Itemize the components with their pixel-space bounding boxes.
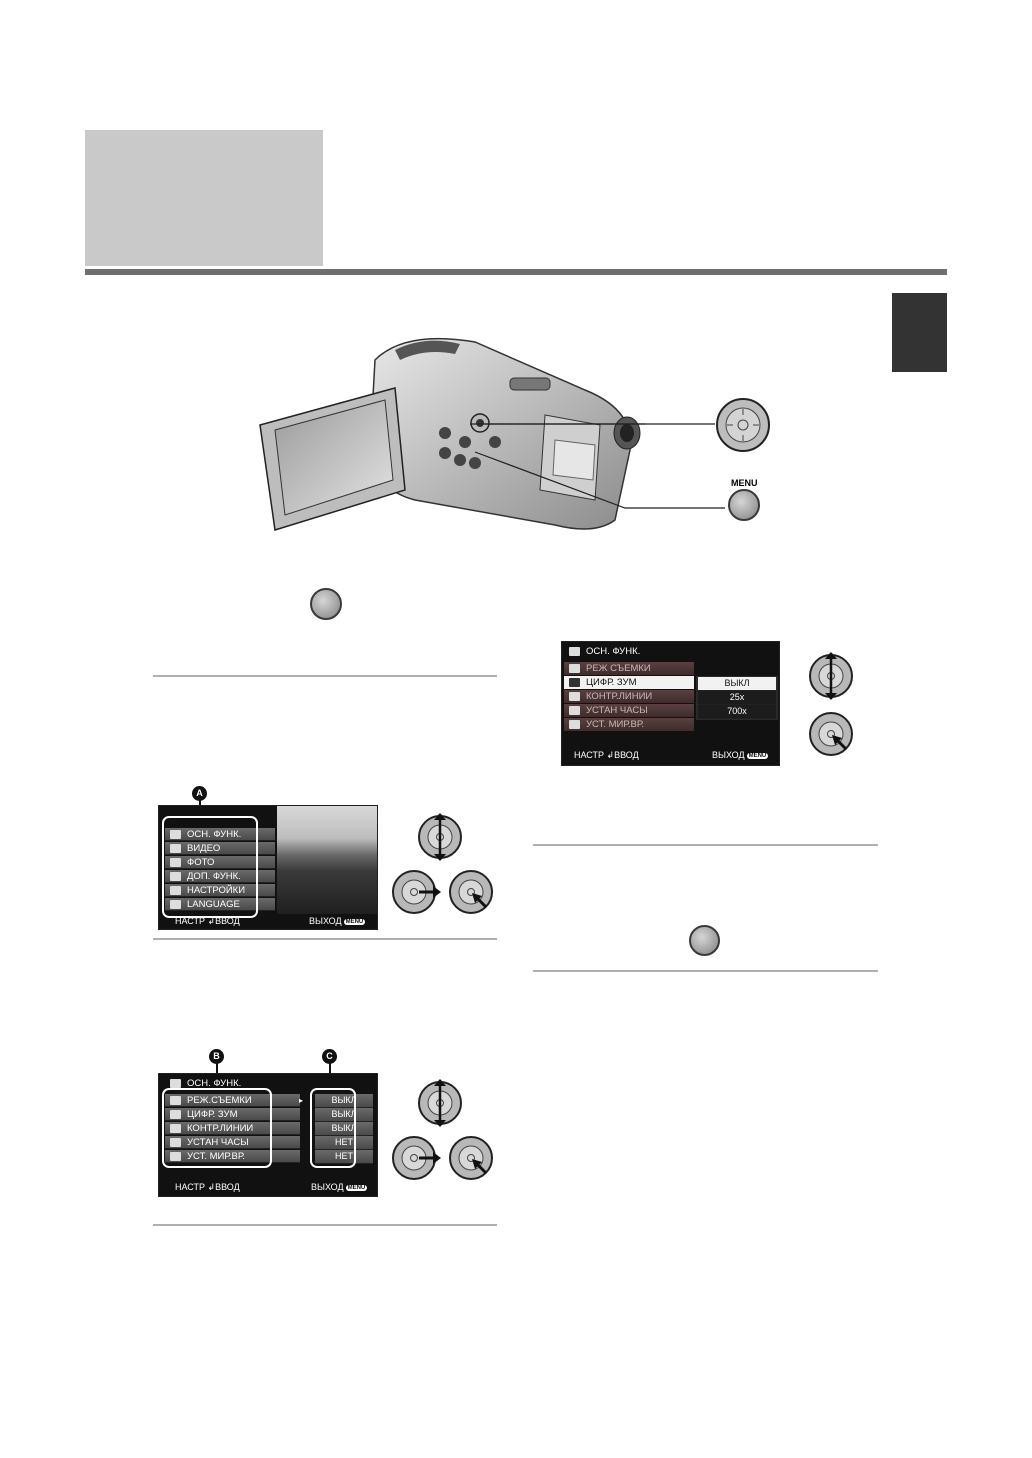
callout-a — [162, 816, 258, 918]
joystick-illustration — [715, 397, 771, 453]
camcorder-illustration — [255, 330, 715, 550]
enter-icon: ↲ — [207, 916, 216, 926]
zoom-menu-item[interactable]: УСТ. МИР.ВР. — [564, 718, 694, 731]
digital-zoom-icon — [569, 678, 580, 687]
tool-icon — [170, 1079, 181, 1088]
scene-photo — [277, 806, 377, 914]
tool-icon — [170, 830, 181, 839]
submenu-screen: ОСН. ФУНК. РЕЖ.СЪЕМКИ ЦИФР. ЗУМ КОНТР.ЛИ… — [158, 1073, 378, 1197]
joystick-press-icon — [808, 711, 856, 757]
main-menu-item[interactable]: ДОП. ФУНК. — [165, 870, 275, 883]
main-menu-screen: ОСН. ФУНК. ВИДЕО ФОТО ДОП. ФУНК. НАСТРОЙ… — [158, 805, 378, 930]
clock-icon — [569, 706, 580, 715]
joystick-up-down-icon — [417, 1077, 463, 1129]
zoom-option[interactable]: 25x — [698, 691, 776, 705]
submenu-item[interactable]: ЦИФР. ЗУМ — [165, 1108, 300, 1121]
photo-camera-icon — [170, 858, 181, 867]
movie-camera-icon — [170, 844, 181, 853]
zoom-menu-screen: ОСН. ФУНК. РЕЖ СЪЕМКИ ЦИФР. ЗУМ КОНТР.ЛИ… — [561, 641, 780, 766]
scene-mode-icon — [569, 664, 580, 673]
menu-button-step1 — [310, 588, 342, 620]
submenu-value: НЕТ — [315, 1150, 373, 1164]
joystick-press-icon — [448, 869, 496, 915]
enter-icon: ↲ — [207, 1182, 216, 1192]
header-grey-block — [85, 130, 323, 266]
zoom-menu-header: ОСН. ФУНК. — [564, 645, 764, 658]
joystick-press-icon — [448, 1135, 496, 1181]
tool-icon — [569, 647, 580, 656]
world-time-icon — [170, 1152, 181, 1161]
language-icon — [170, 900, 181, 909]
zoom-menu-item-selected[interactable]: ЦИФР. ЗУМ — [564, 676, 694, 689]
main-menu-item[interactable]: ОСН. ФУНК. — [165, 828, 275, 841]
section-rule — [533, 844, 878, 846]
submenu-value: ВЫКЛ — [315, 1094, 373, 1108]
marker-b: B — [209, 1049, 224, 1064]
section-rule — [153, 675, 497, 677]
zoom-option-selected[interactable]: ВЫКЛ — [698, 677, 776, 691]
callout-b — [162, 1088, 272, 1168]
joystick-right-icon — [391, 869, 443, 915]
joystick-up-down-icon — [808, 650, 854, 702]
header-rule — [85, 269, 947, 275]
main-menu-footer-left: НАСТР ↲ВВОД — [175, 916, 240, 926]
section-rule — [533, 970, 878, 972]
callout-lines — [470, 423, 725, 509]
main-menu-item[interactable]: LANGUAGE — [165, 898, 275, 911]
main-menu-item[interactable]: НАСТРОЙКИ — [165, 884, 275, 897]
digital-zoom-icon — [170, 1110, 181, 1119]
zoom-menu-item[interactable]: УСТАН ЧАСЫ — [564, 704, 694, 717]
settings-icon — [170, 886, 181, 895]
guide-lines-icon — [170, 1124, 181, 1133]
submenu-item[interactable]: РЕЖ.СЪЕМКИ — [165, 1094, 300, 1107]
zoom-menu-item[interactable]: РЕЖ СЪЕМКИ — [564, 662, 694, 675]
submenu-item[interactable]: УСТАН ЧАСЫ — [165, 1136, 300, 1149]
submenu-item[interactable]: КОНТР.ЛИНИИ — [165, 1122, 300, 1135]
section-tab — [892, 293, 947, 372]
zoom-menu-footer-left: НАСТР ↲ВВОД — [574, 750, 639, 760]
callout-c — [310, 1088, 356, 1168]
advanced-camera-icon — [170, 872, 181, 881]
menu-button[interactable] — [728, 489, 760, 521]
submenu-item[interactable]: УСТ. МИР.ВР. — [165, 1150, 300, 1163]
submenu-header: ОСН. ФУНК. — [165, 1077, 365, 1090]
scene-mode-icon — [170, 1096, 181, 1105]
submenu-value: ВЫКЛ — [315, 1108, 373, 1122]
section-rule — [153, 1224, 497, 1226]
joystick-right-icon — [391, 1135, 443, 1181]
main-menu-item[interactable]: ФОТО — [165, 856, 275, 869]
guide-lines-icon — [569, 692, 580, 701]
main-menu-item[interactable]: ВИДЕО — [165, 842, 275, 855]
clock-icon — [170, 1138, 181, 1147]
marker-a: A — [192, 786, 207, 801]
section-rule — [153, 938, 497, 940]
zoom-menu-item[interactable]: КОНТР.ЛИНИИ — [564, 690, 694, 703]
submenu-value: ВЫКЛ — [315, 1122, 373, 1136]
menu-button-label: MENU — [731, 478, 758, 488]
submenu-footer-left: НАСТР ↲ВВОД — [175, 1182, 240, 1192]
submenu-arrow-icon: ▸ — [299, 1096, 304, 1105]
enter-icon: ↲ — [606, 750, 615, 760]
submenu-value: НЕТ — [315, 1136, 373, 1150]
menu-button-final — [689, 925, 720, 956]
zoom-option[interactable]: 700x — [698, 705, 776, 719]
world-time-icon — [569, 720, 580, 729]
marker-c: C — [322, 1049, 337, 1064]
joystick-up-down-icon — [417, 811, 463, 863]
